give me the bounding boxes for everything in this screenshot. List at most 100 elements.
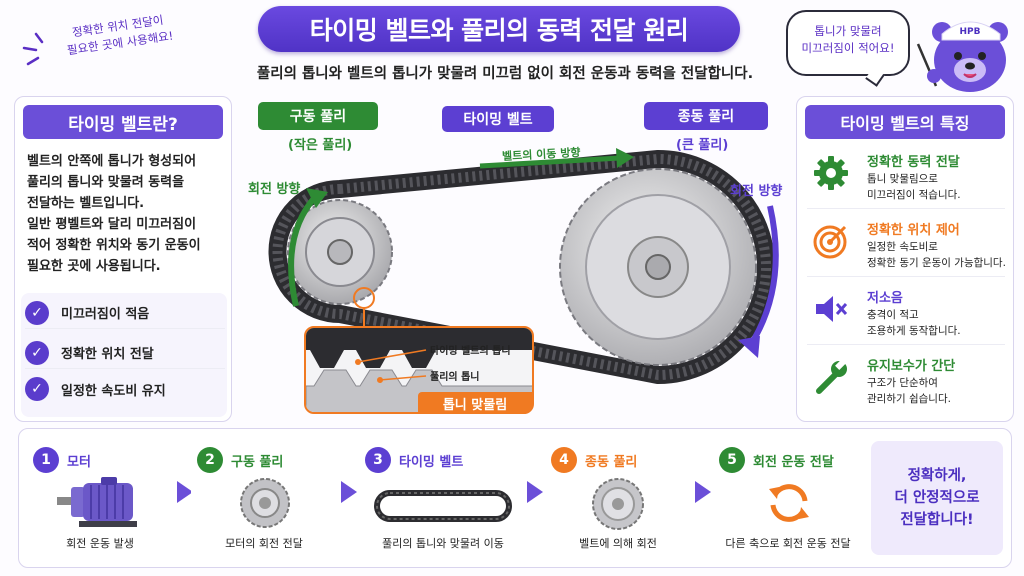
description-line: 필요한 곳에 사용됩니다.: [27, 259, 161, 274]
feature-desc: 충격이 적고 조용하게 동작합니다.: [867, 307, 1009, 339]
feature-desc-line: 조용하게 동작합니다.: [867, 325, 961, 337]
flow-arrow-icon: [695, 481, 711, 503]
wrench-icon: [811, 357, 851, 397]
timing-belt-features-panel: 타이밍 벨트의 특징 정확한 동력 전달 톱니 맞물림으로 미끄러짐이 적습니다…: [796, 96, 1014, 422]
step-number: 4: [551, 447, 577, 473]
check-icon: ✓: [25, 377, 49, 401]
panel-title: 타이밍 벨트란?: [23, 105, 223, 139]
driven-pulley-label: 종동 풀리: [644, 102, 768, 130]
check-label: 일정한 속도비 유지: [61, 383, 166, 399]
feature-title: 저소음: [867, 291, 903, 306]
step-drive-pulley: 2 구동 풀리 모터의 회전 전달: [191, 439, 337, 557]
feature-desc-line: 관리하기 쉽습니다.: [867, 393, 951, 405]
feature-desc-line: 정확한 동기 운동이 가능합니다.: [867, 257, 1006, 269]
feature-title: 유지보수가 간단: [867, 359, 956, 374]
rotation-arrowhead-left: [306, 188, 328, 208]
handwritten-note: 정확한 위치 전달이 필요한 곳에 사용해요!: [42, 8, 195, 63]
feature-item: 저소음 충격이 적고 조용하게 동작합니다.: [807, 279, 1005, 345]
feature-desc-line: 미끄러짐이 적습니다.: [867, 189, 961, 201]
check-label: 정확한 위치 전달: [61, 347, 154, 362]
belt-direction-arrow: [479, 155, 621, 169]
drive-pulley-shaft: [327, 239, 353, 265]
speech-bubble: 톱니가 맞물려 미끄러짐이 적어요!: [786, 10, 910, 76]
feature-desc: 톱니 맞물림으로 미끄러짐이 적습니다.: [867, 171, 1009, 203]
page-title: 타이밍 벨트와 풀리의 동력 전달 원리: [258, 6, 740, 52]
pulley-teeth-label: 풀리의 톱니: [430, 372, 480, 383]
gear-icon: [811, 153, 851, 193]
description-line: 풀리의 톱니와 맞물려 동력을: [27, 175, 185, 190]
feature-title: 정확한 위치 제어: [867, 223, 960, 238]
step-title: 타이밍 벨트: [399, 455, 464, 470]
step-number: 3: [365, 447, 391, 473]
timing-belt-label: 타이밍 벨트: [442, 106, 554, 132]
feature-item: 정확한 위치 제어 일정한 속도비로 정확한 동기 운동이 가능합니다.: [807, 211, 1006, 277]
feature-desc-line: 톱니 맞물림으로: [867, 173, 938, 185]
feature-title: 정확한 동력 전달: [867, 155, 960, 170]
flow-arrow-icon: [527, 481, 543, 503]
feature-item: 유지보수가 간단 구조가 단순하여 관리하기 쉽습니다.: [807, 347, 1005, 413]
mascot-cap-text: HPB: [960, 27, 981, 37]
rotation-arrows-icon: [769, 484, 809, 522]
step-number: 1: [33, 447, 59, 473]
rotation-arrow-right: [747, 205, 779, 348]
driven-pulley-sublabel: (큰 풀리): [676, 138, 729, 153]
step-transmit-rotation: 5 회전 운동 전달 다른 축으로 회전 운동 전달: [713, 439, 863, 557]
rotation-label-left: 회전 방향: [248, 182, 301, 197]
step-caption: 벨트에 의해 회전: [579, 537, 657, 550]
bear-mascot-icon: HPB: [916, 21, 1008, 92]
check-item: ✓ 미끄러짐이 적음: [25, 297, 225, 329]
step-caption: 회전 운동 발생: [66, 537, 134, 550]
driven-pulley-icon: [592, 478, 644, 530]
step-motor: 1 모터 회전 운동 발생: [27, 439, 173, 557]
feature-desc-line: 일정한 속도비로: [867, 241, 938, 253]
check-icon: ✓: [25, 300, 49, 325]
final-message: 정확하게, 더 안정적으로 전달합니다!: [871, 441, 1003, 555]
target-icon: [811, 221, 851, 261]
mute-speaker-icon: [811, 289, 851, 329]
timing-belt-icon: [374, 490, 512, 522]
description-line: 일반 평벨트와 달리 미끄러짐이: [27, 217, 197, 232]
rotation-arrowhead-right: [738, 336, 760, 358]
feature-desc-line: 충격이 적고: [867, 309, 919, 321]
description-line: 전달하는 벨트입니다.: [27, 196, 145, 211]
drive-pulley-icon: [240, 478, 290, 528]
check-item: ✓ 정확한 위치 전달: [25, 337, 225, 369]
emphasis-lines-icon: [22, 32, 44, 66]
step-title: 모터: [67, 455, 91, 470]
motor-icon: [57, 477, 137, 527]
teeth-meshing-tag: 톱니 맞물림: [418, 392, 532, 414]
flow-arrow-icon: [177, 481, 193, 503]
belt-teeth: [272, 153, 771, 381]
belt-teeth-label: 타이밍 벨트의 톱니: [430, 346, 511, 357]
step-driven-pulley: 4 종동 풀리 벨트에 의해 회전: [545, 439, 691, 557]
step-title: 종동 풀리: [585, 455, 638, 470]
feature-desc-line: 구조가 단순하여: [867, 377, 938, 389]
description-line: 적어 정확한 위치와 동기 운동이: [27, 238, 201, 253]
drive-pulley-label: 구동 풀리: [258, 102, 378, 130]
step-caption: 풀리의 톱니와 맞물려 이동: [382, 537, 504, 550]
rotation-arrow-left: [288, 193, 319, 307]
bubble-line: 톱니가 맞물려: [814, 24, 882, 38]
step-number: 5: [719, 447, 745, 473]
step-number: 2: [197, 447, 223, 473]
description-line: 벨트의 안쪽에 톱니가 형성되어: [27, 154, 197, 169]
panel-description: 벨트의 안쪽에 톱니가 형성되어 풀리의 톱니와 맞물려 동력을 전달하는 벨트…: [27, 151, 227, 277]
drive-pulley-sublabel: (작은 풀리): [288, 138, 353, 153]
step-title: 구동 풀리: [231, 455, 284, 470]
driven-pulley-shaft: [645, 254, 671, 280]
process-flow-panel: 1 모터 회전 운동 발생 2 구동 풀리 모터의 회전 전달 3 타이밍 벨트…: [18, 428, 1012, 568]
panel-title: 타이밍 벨트의 특징: [805, 105, 1005, 139]
belt-direction-arrowhead: [616, 148, 634, 168]
step-timing-belt: 3 타이밍 벨트 풀리의 톱니와 맞물려 이동: [359, 439, 527, 557]
feature-desc: 구조가 단순하여 관리하기 쉽습니다.: [867, 375, 1009, 407]
check-list-bg: [21, 293, 227, 417]
what-is-timing-belt-panel: 타이밍 벨트란? 벨트의 안쪽에 톱니가 형성되어 풀리의 톱니와 맞물려 동력…: [14, 96, 232, 422]
step-caption: 다른 축으로 회전 운동 전달: [725, 537, 851, 550]
rotation-label-right: 회전 방향: [730, 184, 783, 199]
step-title: 회전 운동 전달: [753, 455, 834, 470]
step-caption: 모터의 회전 전달: [225, 537, 303, 550]
check-item: ✓ 일정한 속도비 유지: [25, 373, 225, 405]
belt-pulley-diagram: [268, 148, 779, 384]
check-label: 미끄러짐이 적음: [61, 307, 150, 322]
page-subtitle: 풀리의 톱니와 벨트의 톱니가 맞물려 미끄럼 없이 회전 운동과 동력을 전달…: [256, 66, 754, 82]
